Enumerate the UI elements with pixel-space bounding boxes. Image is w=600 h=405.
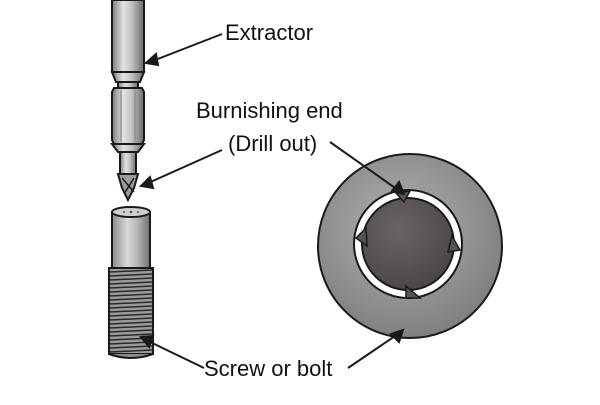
extractor-arrow bbox=[149, 33, 223, 63]
extractor-bit bbox=[110, 0, 146, 203]
thread-line bbox=[109, 269, 153, 273]
thread-line bbox=[109, 301, 153, 305]
thread-line bbox=[109, 273, 153, 277]
thread-line bbox=[109, 321, 153, 325]
thread-line bbox=[109, 281, 153, 285]
thread-line bbox=[109, 289, 153, 293]
screw-left-arrow bbox=[145, 339, 205, 369]
thread-line bbox=[109, 293, 153, 297]
thread-line bbox=[109, 297, 153, 301]
leader-arrows bbox=[138, 33, 406, 369]
thread-line bbox=[109, 313, 153, 317]
burnishing-tip-arrow bbox=[145, 149, 223, 185]
screw-right-arrowhead bbox=[389, 328, 405, 344]
thread-line bbox=[109, 333, 153, 337]
screw-right-arrow bbox=[347, 333, 399, 369]
thread-line bbox=[109, 325, 153, 329]
end-view bbox=[317, 153, 503, 339]
label-extractor: Extractor bbox=[225, 20, 314, 45]
label-drill-out: (Drill out) bbox=[228, 131, 318, 156]
screw-bolt bbox=[108, 206, 154, 359]
thread-line bbox=[109, 277, 153, 281]
extractor-arrowhead bbox=[143, 52, 160, 67]
extractor-cross-section bbox=[361, 197, 455, 291]
burnishing-end-arrow bbox=[329, 141, 399, 191]
thread-line bbox=[109, 317, 153, 321]
burnishing-tip-arrowhead bbox=[138, 175, 155, 190]
thread-line bbox=[109, 309, 153, 313]
label-burnishing-end: Burnishing end bbox=[196, 98, 343, 123]
thread-line bbox=[109, 305, 153, 309]
screw-left-arrowhead bbox=[139, 334, 155, 350]
burnishing-end-arrowhead bbox=[390, 180, 406, 196]
thread-line bbox=[109, 349, 153, 353]
thread-line bbox=[109, 285, 153, 289]
label-screw-or-bolt: Screw or bolt bbox=[204, 356, 333, 381]
thread-line bbox=[109, 345, 153, 349]
thread-line bbox=[109, 329, 153, 333]
